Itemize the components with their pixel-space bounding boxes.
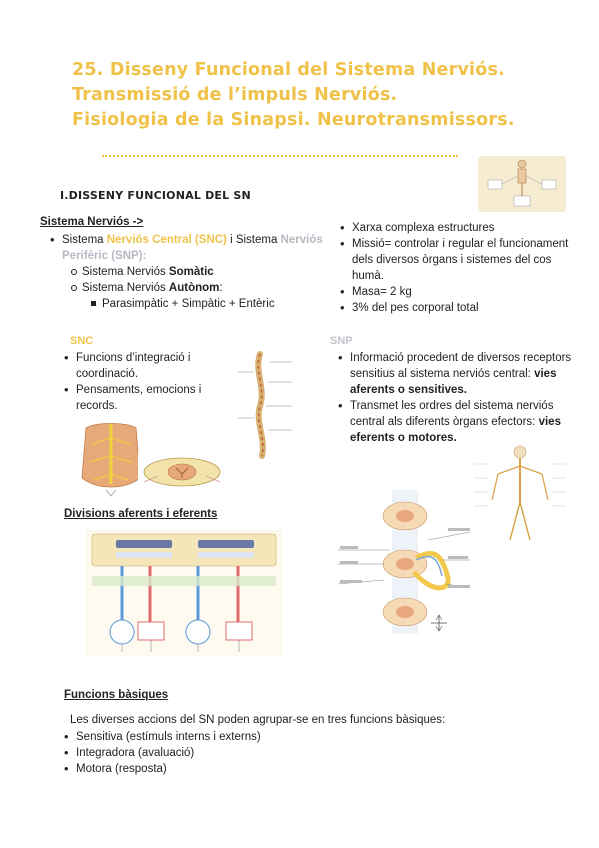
list-item: Sensitiva (estímuls interns i externs)	[62, 729, 362, 745]
sistema-nervios-list: Sistema Nerviós Central (SNC) i Sistema …	[48, 232, 340, 312]
snp-label: SNP	[330, 335, 353, 347]
funcions-list: Sensitiva (estímuls interns i externs) I…	[62, 729, 362, 777]
title-line-2: Transmissió de l’impuls Nerviós.	[72, 85, 398, 105]
list-item: Funcions d’integració i coordinació.	[62, 350, 222, 382]
list-item: Pensaments, emocions i records.	[62, 382, 222, 414]
list-item: Sistema Nerviós Somàtic	[68, 264, 340, 280]
list-item: Masa= 2 kg	[338, 284, 570, 300]
sn-features-list: Xarxa complexa estructures Missió= contr…	[338, 220, 570, 316]
afferent-efferent-diagram-image	[86, 530, 282, 656]
spinal-cord-section-image	[138, 452, 226, 496]
list-item: Motora (resposta)	[62, 761, 362, 777]
snc-list: Funcions d’integració i coordinació. Pen…	[62, 350, 222, 414]
sistema-nervios-heading: Sistema Nerviós ->	[40, 216, 144, 228]
title-divider	[102, 155, 458, 157]
funcions-heading: Funcions bàsiques	[64, 689, 169, 701]
spinal-column-image	[222, 348, 304, 462]
list-item: Integradora (avaluació)	[62, 745, 362, 761]
snp-highlight: Nerviós Perifèric (SNP):	[62, 234, 323, 262]
peripheral-nerves-figure-image	[474, 444, 566, 544]
back-anatomy-image	[76, 418, 146, 498]
snc-label: SNC	[70, 335, 94, 347]
funcions-intro: Les diverses accions del SN poden agrupa…	[70, 714, 446, 726]
list-item: 3% del pes corporal total	[338, 300, 570, 316]
page-title: 25. Disseny Funcional del Sistema Nervió…	[72, 58, 542, 133]
title-line-3: Fisiologia de la Sinapsi. Neurotransmiss…	[72, 110, 515, 130]
snp-list: Informació procedent de diversos recepto…	[336, 350, 576, 446]
list-item: Xarxa complexa estructures	[338, 220, 570, 236]
list-item: Sistema Nerviós Autònom: Parasimpàtic + …	[68, 280, 340, 312]
list-item: Parasimpàtic + Simpàtic + Entèric	[88, 296, 340, 312]
title-line-1: 25. Disseny Funcional del Sistema Nervió…	[72, 60, 505, 80]
divisions-heading: Divisions aferents i eferents	[64, 508, 218, 520]
spinal-nerves-diagram-image	[338, 488, 472, 638]
list-item: Missió= controlar i regular el funcionam…	[338, 236, 570, 284]
orientation-compass-icon	[431, 614, 447, 632]
snc-highlight: Nerviós Central (SNC)	[106, 234, 227, 246]
list-item: Transmet les ordres del sistema nerviós …	[336, 398, 576, 446]
list-item: Informació procedent de diversos recepto…	[336, 350, 576, 398]
section-heading-disseny: I.DISSENY FUNCIONAL DEL SN	[60, 189, 251, 202]
nervous-system-overview-image	[478, 156, 566, 212]
list-item: Sistema Nerviós Central (SNC) i Sistema …	[48, 232, 340, 312]
